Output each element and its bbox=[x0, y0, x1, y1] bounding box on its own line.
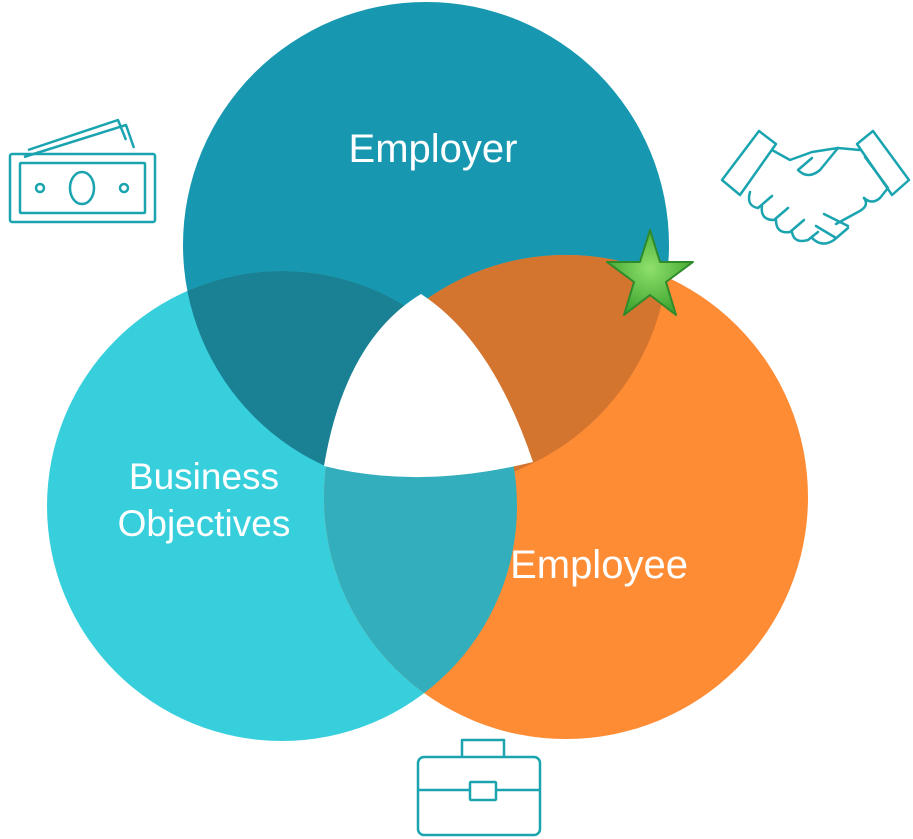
overlap-employee-employer bbox=[324, 255, 669, 488]
handshake-icon bbox=[720, 129, 911, 245]
business-label-line2: Objectives bbox=[118, 503, 291, 544]
employer-label: Employer bbox=[349, 127, 518, 171]
employee-label: Employee bbox=[510, 543, 688, 587]
money-icon bbox=[8, 118, 157, 224]
center-void bbox=[324, 294, 533, 478]
star-icon bbox=[606, 229, 694, 316]
briefcase-icon bbox=[416, 738, 542, 837]
business-label-line1: Business bbox=[129, 456, 279, 497]
